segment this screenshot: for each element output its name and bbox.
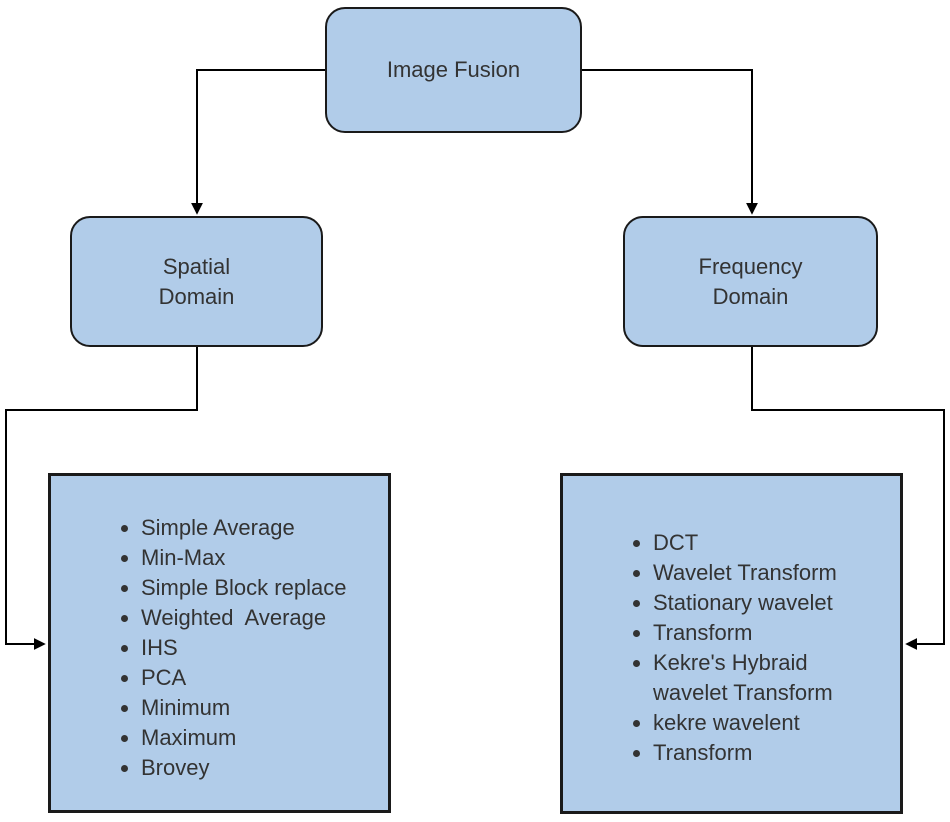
node-spatial-domain-label-line2: Domain: [158, 283, 235, 309]
list-item: Transform: [653, 618, 886, 648]
spatial-methods-box: Simple AverageMin-MaxSimple Block replac…: [48, 473, 391, 813]
list-item: Maximum: [141, 723, 374, 753]
list-item: Wavelet Transform: [653, 558, 886, 588]
frequency-methods-box: DCTWavelet TransformStationary waveletTr…: [560, 473, 903, 814]
node-frequency-domain-label-line2: Domain: [712, 283, 789, 309]
connector-root-to-frequency: [582, 69, 758, 215]
list-item: DCT: [653, 528, 886, 558]
list-item: IHS: [141, 633, 374, 663]
list-item: kekre wavelent: [653, 708, 886, 738]
node-spatial-domain-label-line1: Spatial: [162, 253, 231, 279]
list-item: Min-Max: [141, 543, 374, 573]
frequency-methods-list: DCTWavelet TransformStationary waveletTr…: [563, 476, 900, 768]
spatial-methods-list: Simple AverageMin-MaxSimple Block replac…: [51, 476, 388, 783]
node-frequency-domain-label-line1: Frequency: [698, 253, 803, 279]
list-item: Minimum: [141, 693, 374, 723]
connector-frequency-to-methods: [751, 347, 945, 650]
connector-root-to-spatial: [191, 69, 325, 215]
list-item: Transform: [653, 738, 886, 768]
node-image-fusion: Image Fusion: [325, 7, 582, 133]
list-item: Simple Block replace: [141, 573, 374, 603]
list-item: Kekre's Hybraid wavelet Transform: [653, 648, 886, 708]
connector-spatial-to-methods: [5, 347, 198, 650]
list-item: Stationary wavelet: [653, 588, 886, 618]
list-item: Simple Average: [141, 513, 374, 543]
node-spatial-domain: Spatial Domain: [70, 216, 323, 347]
list-item: Weighted Average: [141, 603, 374, 633]
node-frequency-domain: Frequency Domain: [623, 216, 878, 347]
list-item: Brovey: [141, 753, 374, 783]
node-image-fusion-label: Image Fusion: [386, 57, 521, 82]
list-item: PCA: [141, 663, 374, 693]
